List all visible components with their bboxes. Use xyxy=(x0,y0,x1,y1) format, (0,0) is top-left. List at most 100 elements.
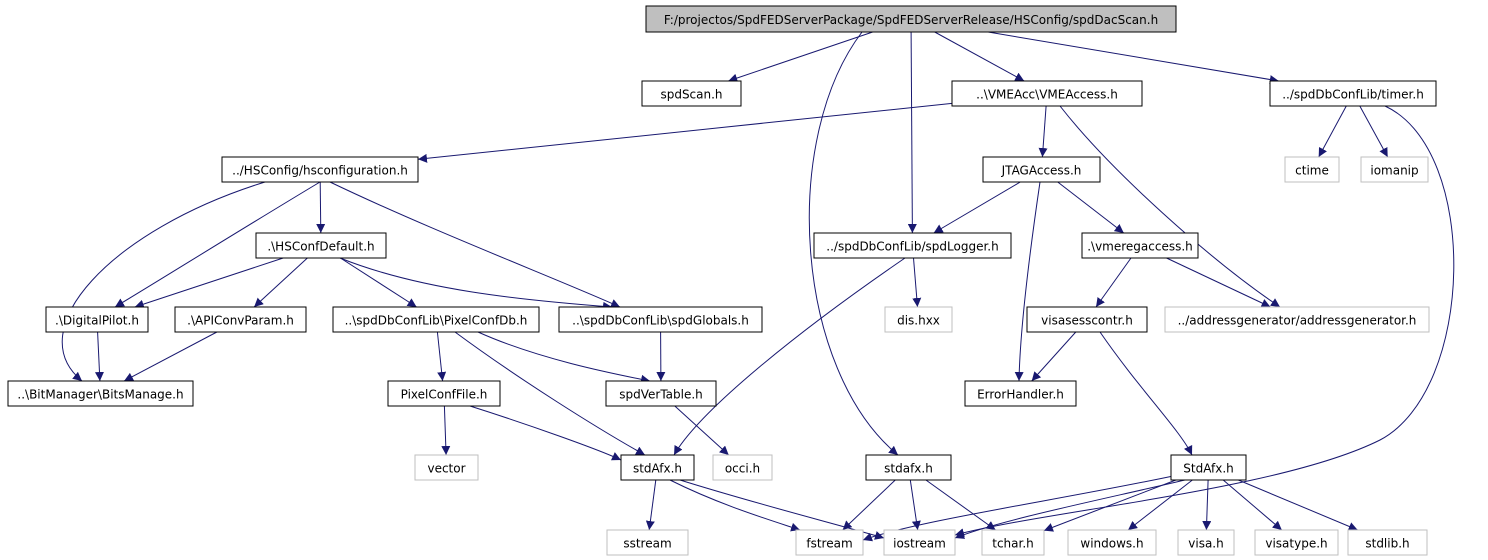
node-label: ../spdDbConfLib/timer.h xyxy=(1282,88,1424,102)
edge-visa-to-stdafx3 xyxy=(1099,331,1193,456)
edge-pixfile-to-vector xyxy=(441,405,451,456)
node-occi: occi.h xyxy=(712,454,773,481)
node-box xyxy=(387,380,501,407)
node-pixfile[interactable]: PixelConfFile.h xyxy=(387,380,501,407)
node-box xyxy=(1177,529,1235,556)
node-box xyxy=(414,454,479,481)
node-root[interactable]: F:/projectos/SpdFEDServerPackage/SpdFEDS… xyxy=(645,5,1177,33)
node-vector: vector xyxy=(414,454,479,481)
node-vmeaccess[interactable]: ..\VMEAcc\VMEAccess.h xyxy=(951,80,1143,107)
node-globals[interactable]: ..\spdDbConfLib\spdGlobals.h xyxy=(558,306,763,333)
node-box xyxy=(645,5,1177,33)
node-stdafx1[interactable]: stdAfx.h xyxy=(620,454,695,481)
edge-vmeaccess-to-hsconf xyxy=(417,102,953,163)
node-apiconv[interactable]: .\APIConvParam.h xyxy=(174,306,307,333)
node-stdlib: stdlib.h xyxy=(1347,529,1428,556)
edge-stdafx3-to-windows xyxy=(1127,479,1193,531)
edge-hsdefault-to-apiconv xyxy=(253,257,308,308)
node-box xyxy=(1284,156,1340,183)
edge-stdafx3-to-visah xyxy=(1202,479,1212,531)
edge-vmereg-to-addrgen xyxy=(1166,257,1271,308)
edge-root-to-timer xyxy=(988,31,1279,84)
node-pixeldb[interactable]: ..\spdDbConfLib\PixelConfDb.h xyxy=(332,306,540,333)
node-label: iomanip xyxy=(1370,164,1418,178)
node-label: stdlib.h xyxy=(1365,537,1409,551)
node-vmereg[interactable]: .\vmeregaccess.h xyxy=(1081,232,1199,259)
edge-root-to-spdScan xyxy=(728,31,873,83)
edge-stdafx3-to-visatype xyxy=(1222,479,1283,531)
edge-vmeaccess-to-addrgen xyxy=(1059,105,1281,308)
node-label: occi.h xyxy=(725,462,760,476)
node-box xyxy=(605,380,717,407)
node-box xyxy=(620,454,695,481)
edge-digital-to-bits xyxy=(95,331,104,382)
edge-vertable-to-occi xyxy=(674,405,730,456)
node-errh[interactable]: ErrorHandler.h xyxy=(964,380,1077,407)
node-box xyxy=(606,529,689,556)
node-label: spdVerTable.h xyxy=(619,388,703,402)
node-label: windows.h xyxy=(1080,537,1143,551)
node-label: JTAGAccess.h xyxy=(1001,164,1082,178)
node-label: .\HSConfDefault.h xyxy=(267,240,374,254)
node-box xyxy=(1254,529,1339,556)
node-box xyxy=(982,156,1101,183)
node-visah: visa.h xyxy=(1177,529,1235,556)
node-label: iostream xyxy=(893,537,946,551)
nodes-layer: F:/projectos/SpdFEDServerPackage/SpdFEDS… xyxy=(7,5,1437,556)
edge-stdafx2-to-fstream xyxy=(842,479,896,531)
node-hsdefault[interactable]: .\HSConfDefault.h xyxy=(255,232,387,259)
edge-pixeldb-to-vertable xyxy=(477,331,651,384)
node-dis: dis.hxx xyxy=(884,306,953,333)
node-digital[interactable]: .\DigitalPilot.h xyxy=(45,306,149,333)
node-label: ctime xyxy=(1295,164,1329,178)
node-sstream: sstream xyxy=(606,529,689,556)
edge-stdafx1-to-fstream xyxy=(669,479,801,532)
node-box xyxy=(221,156,419,183)
edge-jtag-to-spdlogger xyxy=(933,181,1021,234)
edge-stdafx3-to-tchar xyxy=(1043,479,1177,532)
edge-vmeaccess-to-jtag xyxy=(1038,105,1048,158)
edge-apiconv-to-bits xyxy=(123,331,218,382)
node-spdScan[interactable]: spdScan.h xyxy=(641,80,742,107)
node-box xyxy=(884,306,953,333)
node-label: ../spdDbConfLib/spdLogger.h xyxy=(826,240,998,254)
node-spdlogger[interactable]: ../spdDbConfLib/spdLogger.h xyxy=(813,232,1012,259)
node-box xyxy=(981,529,1045,556)
node-label: .\vmeregaccess.h xyxy=(1087,240,1193,254)
node-label: ..\VMEAcc\VMEAccess.h xyxy=(976,88,1118,102)
node-visa[interactable]: visasesscontr.h xyxy=(1026,306,1148,333)
node-label: vector xyxy=(427,462,465,476)
node-box xyxy=(174,306,307,333)
edge-timer-to-ctime xyxy=(1318,105,1347,158)
node-timer[interactable]: ../spdDbConfLib/timer.h xyxy=(1269,80,1437,107)
node-box xyxy=(883,529,956,556)
node-box xyxy=(255,232,387,259)
node-stdafx3[interactable]: StdAfx.h xyxy=(1170,454,1247,481)
node-box xyxy=(795,529,864,556)
node-label: visa.h xyxy=(1188,537,1223,551)
node-jtag[interactable]: JTAGAccess.h xyxy=(982,156,1101,183)
node-label: .\DigitalPilot.h xyxy=(55,314,139,328)
node-label: visatype.h xyxy=(1265,537,1327,551)
edge-spdlogger-to-stdafx1 xyxy=(673,257,906,456)
node-windows: windows.h xyxy=(1067,529,1157,556)
edge-timer-to-iostream xyxy=(954,105,1455,538)
node-label: fstream xyxy=(806,537,852,551)
node-vertable[interactable]: spdVerTable.h xyxy=(605,380,717,407)
edge-hsdefault-to-pixeldb xyxy=(340,257,417,308)
edge-root-to-stdafx2 xyxy=(808,31,899,456)
node-box xyxy=(558,306,763,333)
node-box xyxy=(1067,529,1157,556)
edge-spdlogger-to-dis xyxy=(912,257,922,308)
node-hsconf[interactable]: ../HSConfig/hsconfiguration.h xyxy=(221,156,419,183)
node-box xyxy=(964,380,1077,407)
node-label: ../addressgenerator/addressgenerator.h xyxy=(1178,314,1417,328)
node-label: dis.hxx xyxy=(897,314,940,328)
node-bits[interactable]: ..\BitManager\BitsManage.h xyxy=(7,380,194,407)
node-box xyxy=(865,454,952,481)
node-iomanip: iomanip xyxy=(1360,156,1429,183)
node-box xyxy=(951,80,1143,107)
node-stdafx2[interactable]: stdafx.h xyxy=(865,454,952,481)
edge-stdafx2-to-tchar xyxy=(925,479,996,531)
